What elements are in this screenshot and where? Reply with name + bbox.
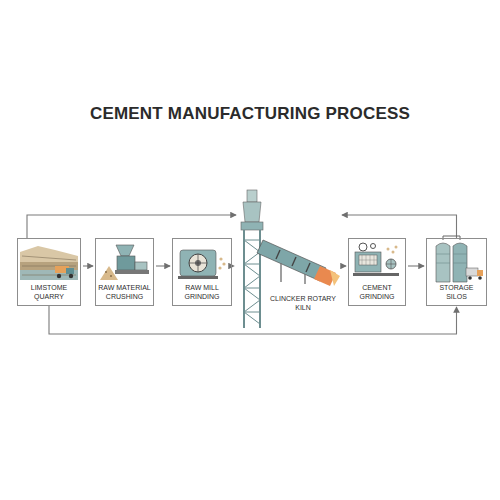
step-label: LIMSTOME QUARRY [18,284,80,305]
crushing-box: RAW MATERIAL CRUSHING [95,238,154,306]
cement-grinding-box: CEMENT GRINDING [348,238,406,306]
silos-box: STORAGE SILOS [426,238,487,306]
step-label: CLINCKER ROTARY KILN [264,295,342,316]
step-label: STORAGE SILOS [427,284,486,305]
flow-arrow [408,265,424,266]
quarry-box: LIMSTOME QUARRY [17,238,81,306]
raw-mill-box: RAW MILL GRINDING [172,238,232,306]
step-label: RAW MATERIAL CRUSHING [96,284,153,305]
diagram-title: CEMENT MANUFACTURING PROCESS [0,104,500,124]
raw-mill-icon [178,250,226,279]
flow-arrow [344,265,346,266]
step-label: RAW MILL GRINDING [173,284,231,305]
silos-icon [436,236,483,282]
quarry-icon [20,246,78,280]
step-label: CEMENT GRINDING [349,284,405,305]
flow-arrow [83,265,93,266]
flow-arrow [156,265,170,266]
kiln-box: CLINCKER ROTARY KILN [236,188,342,316]
flow-arrow [27,215,236,238]
flow-arrow [49,306,457,334]
kiln-icon [241,190,340,328]
crusher-icon [100,245,149,280]
flow-arrow [342,215,457,238]
cement-mill-icon [353,243,399,276]
